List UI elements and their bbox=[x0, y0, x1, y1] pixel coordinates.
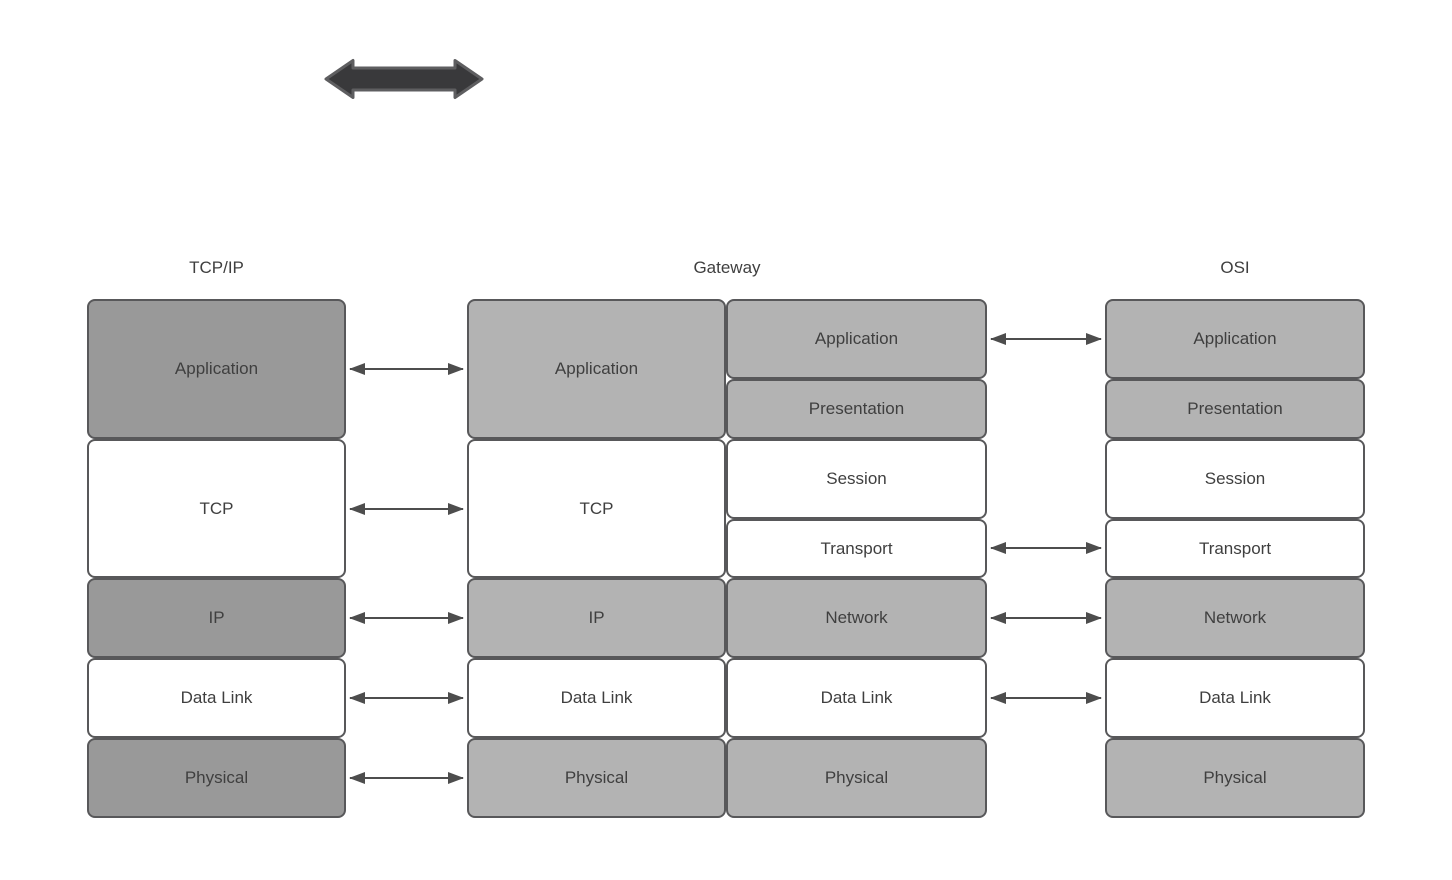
layer-box-osi-presentation: Presentation bbox=[1105, 379, 1365, 439]
layer-box-gateway-right-network: Network bbox=[726, 578, 987, 658]
column-header-gateway: Gateway bbox=[693, 258, 761, 277]
layer-box-gateway-left-tcp: TCP bbox=[467, 439, 726, 578]
layer-box-tcpip-application: Application bbox=[87, 299, 346, 439]
layer-box-gateway-left-physical: Physical bbox=[467, 738, 726, 818]
layer-box-gateway-right-physical: Physical bbox=[726, 738, 987, 818]
layer-box-osi-application: Application bbox=[1105, 299, 1365, 379]
layer-box-gateway-right-application: Application bbox=[726, 299, 987, 379]
layer-box-osi-physical: Physical bbox=[1105, 738, 1365, 818]
layer-box-osi-network: Network bbox=[1105, 578, 1365, 658]
layer-box-tcpip-datalink: Data Link bbox=[87, 658, 346, 738]
bidirectional-arrow-icon bbox=[324, 59, 484, 99]
layer-box-gateway-left-datalink: Data Link bbox=[467, 658, 726, 738]
layer-box-tcpip-tcp: TCP bbox=[87, 439, 346, 578]
column-header-osi: OSI bbox=[1220, 258, 1250, 277]
layer-box-gateway-left-application: Application bbox=[467, 299, 726, 439]
layer-box-gateway-right-session: Session bbox=[726, 439, 987, 519]
layer-box-osi-transport: Transport bbox=[1105, 519, 1365, 578]
layer-box-gateway-right-transport: Transport bbox=[726, 519, 987, 578]
layer-box-tcpip-physical: Physical bbox=[87, 738, 346, 818]
layer-box-gateway-right-presentation: Presentation bbox=[726, 379, 987, 439]
layer-box-gateway-right-datalink: Data Link bbox=[726, 658, 987, 738]
layer-box-gateway-left-ip: IP bbox=[467, 578, 726, 658]
column-header-tcpip: TCP/IP bbox=[189, 258, 244, 277]
layer-box-osi-session: Session bbox=[1105, 439, 1365, 519]
layer-box-tcpip-ip: IP bbox=[87, 578, 346, 658]
layer-box-osi-datalink: Data Link bbox=[1105, 658, 1365, 738]
